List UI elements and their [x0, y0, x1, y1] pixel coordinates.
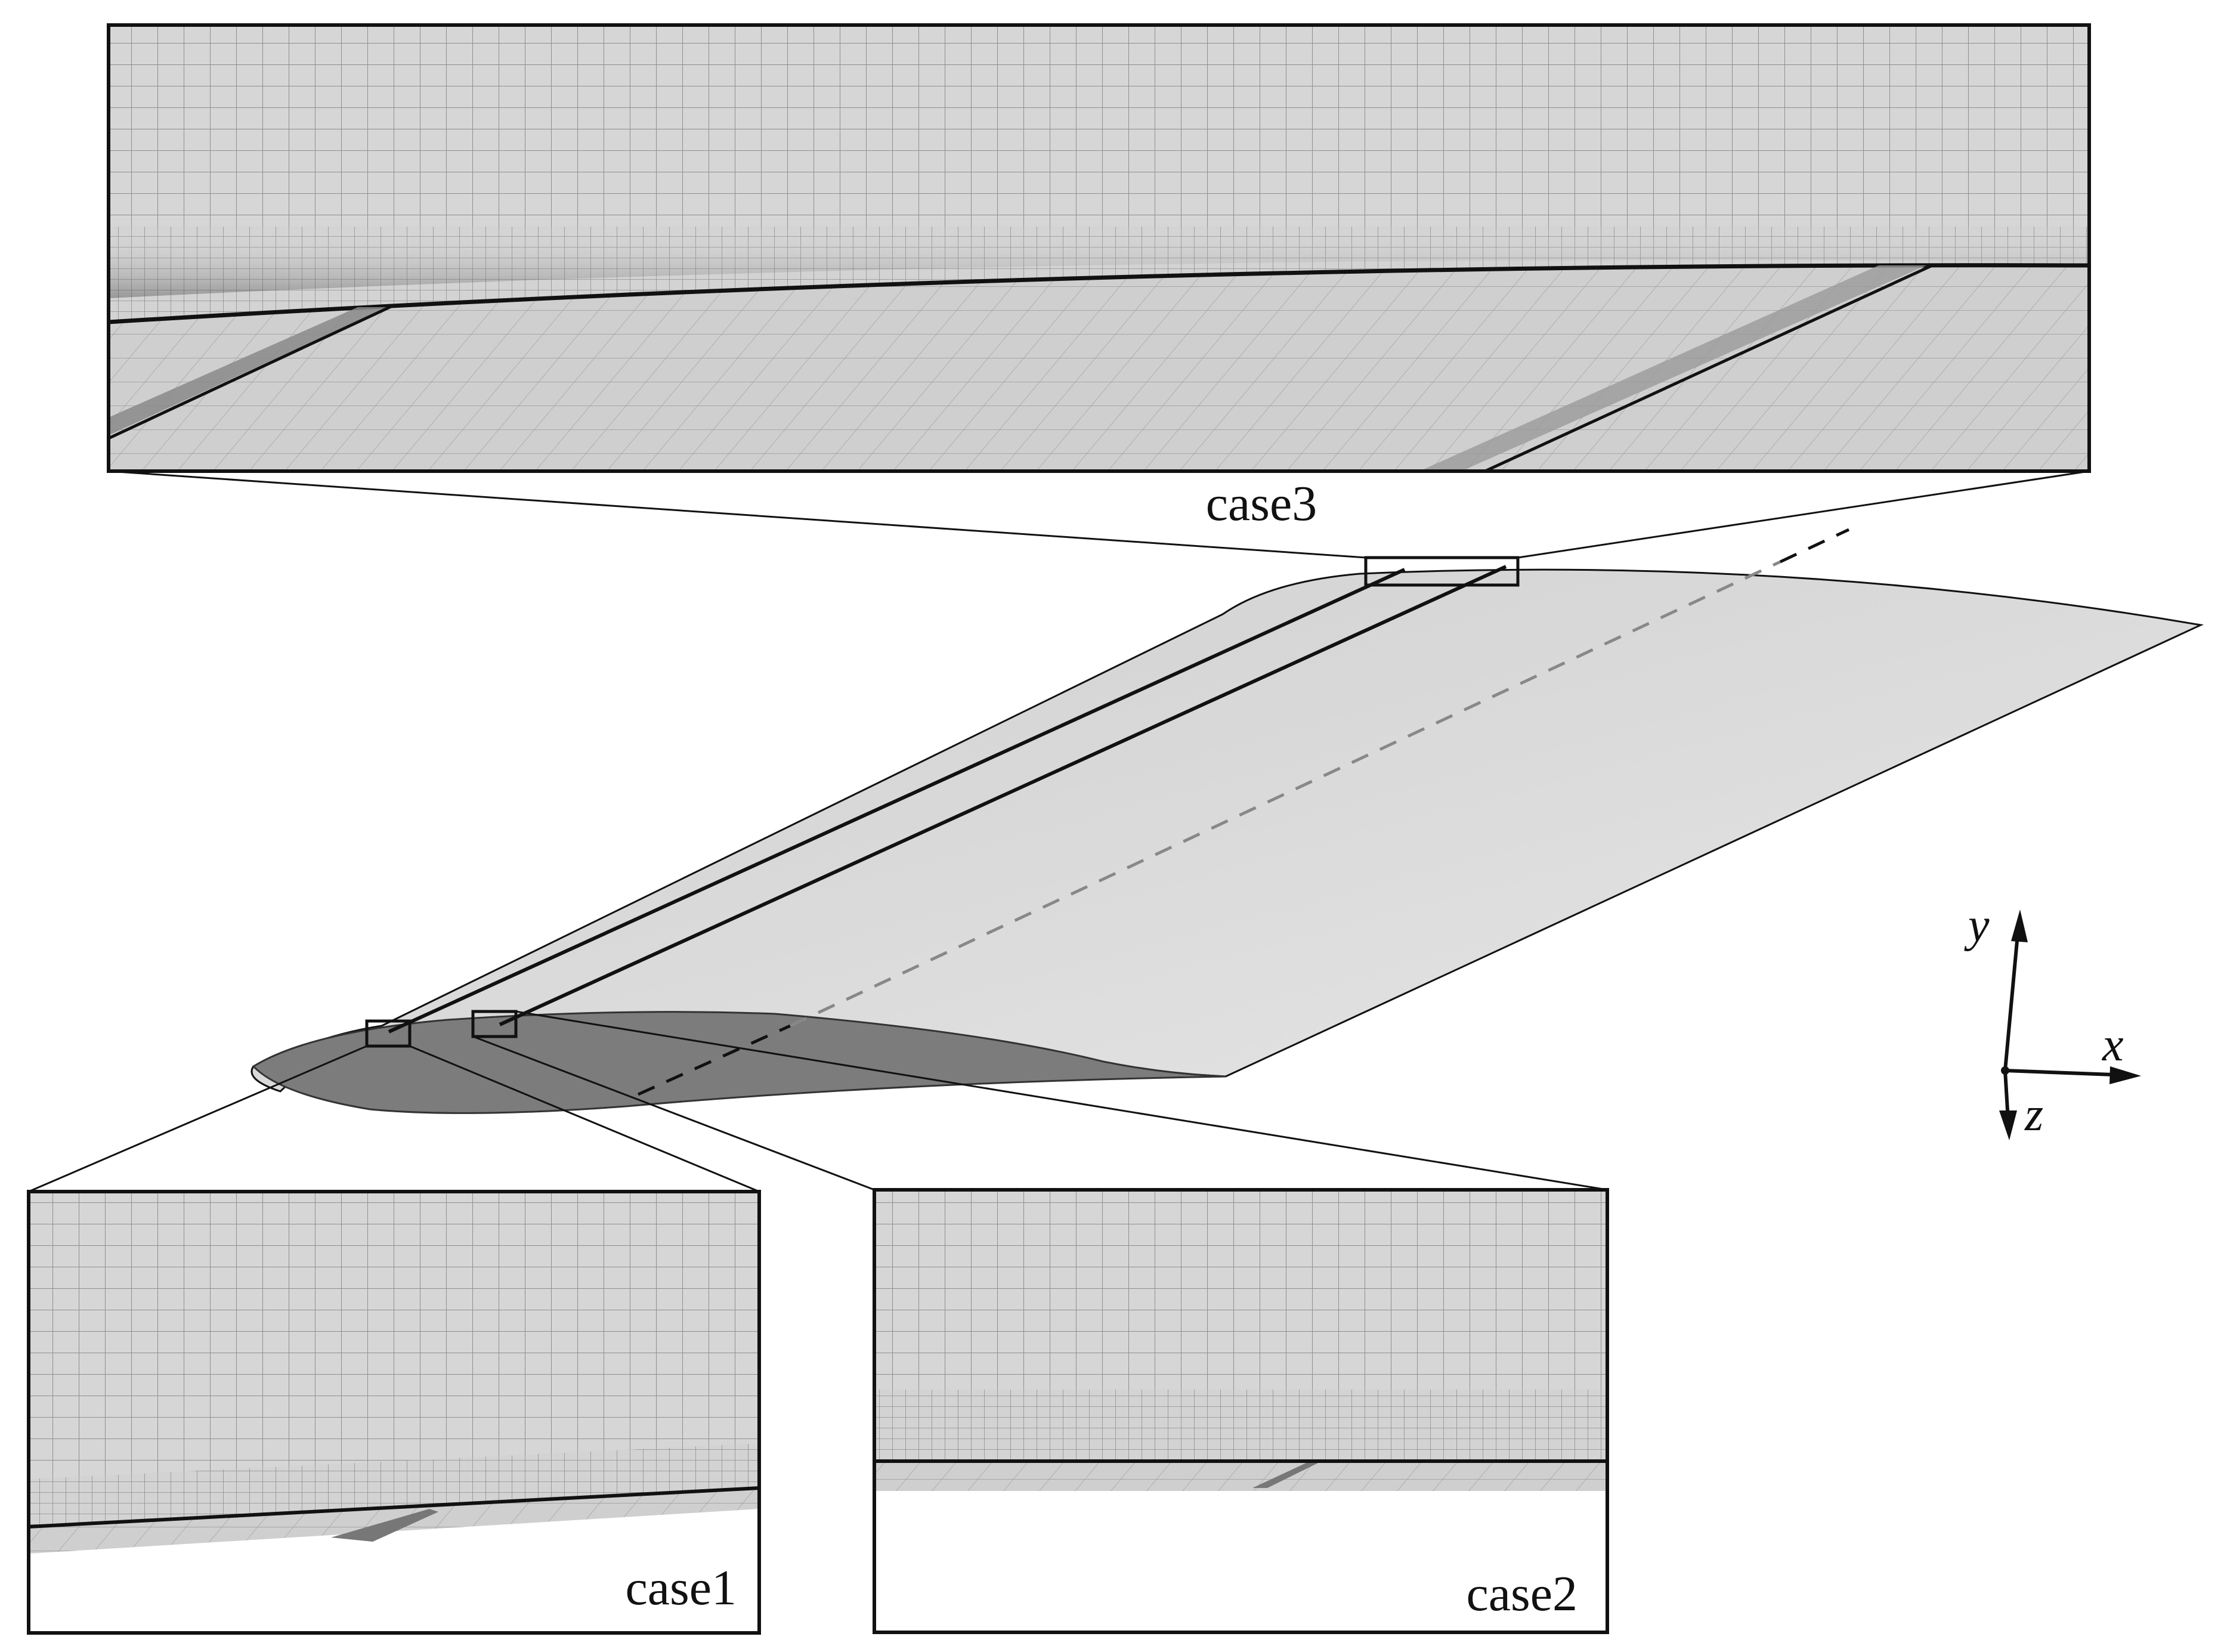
wing-upper-surface: [250, 568, 2204, 1093]
y-arrowhead: [2011, 909, 2028, 942]
case1-label: case1: [625, 1560, 737, 1616]
spar-line-rear: [499, 565, 1507, 1026]
x-arrowhead: [2109, 1066, 2141, 1084]
y-axis-label: y: [1964, 899, 1990, 952]
bottom-connector-lines: [28, 1010, 1608, 1193]
y-axis-arrow: [2003, 921, 2021, 1071]
spar-line-front: [388, 568, 1406, 1034]
axis-triad: [1999, 909, 2141, 1140]
dashed-axis-line: [637, 1024, 791, 1096]
case2-label: case2: [1466, 1566, 1577, 1622]
axis-origin: [2001, 1066, 2009, 1075]
case2-box: [471, 1010, 518, 1038]
x-axis-label: x: [2102, 1019, 2124, 1071]
case3-zoom-panel: case3: [107, 23, 2091, 531]
dashed-axis-line-middle: [789, 560, 1781, 1028]
case3-label: case3: [1206, 476, 1317, 531]
case3-box: [1364, 556, 1520, 587]
dashed-axis-line-tip: [1779, 528, 1850, 564]
case1-zoom-panel: case1: [27, 1190, 761, 1635]
wing-geometry: [250, 528, 2204, 1114]
z-axis-label: z: [2024, 1088, 2043, 1141]
z-arrowhead: [1999, 1110, 2017, 1140]
case3-connector-lines: [108, 470, 2090, 559]
x-axis-arrow: [2005, 1069, 2130, 1077]
case2-zoom-panel: case2: [873, 1188, 1609, 1634]
case1-box: [365, 1019, 412, 1048]
